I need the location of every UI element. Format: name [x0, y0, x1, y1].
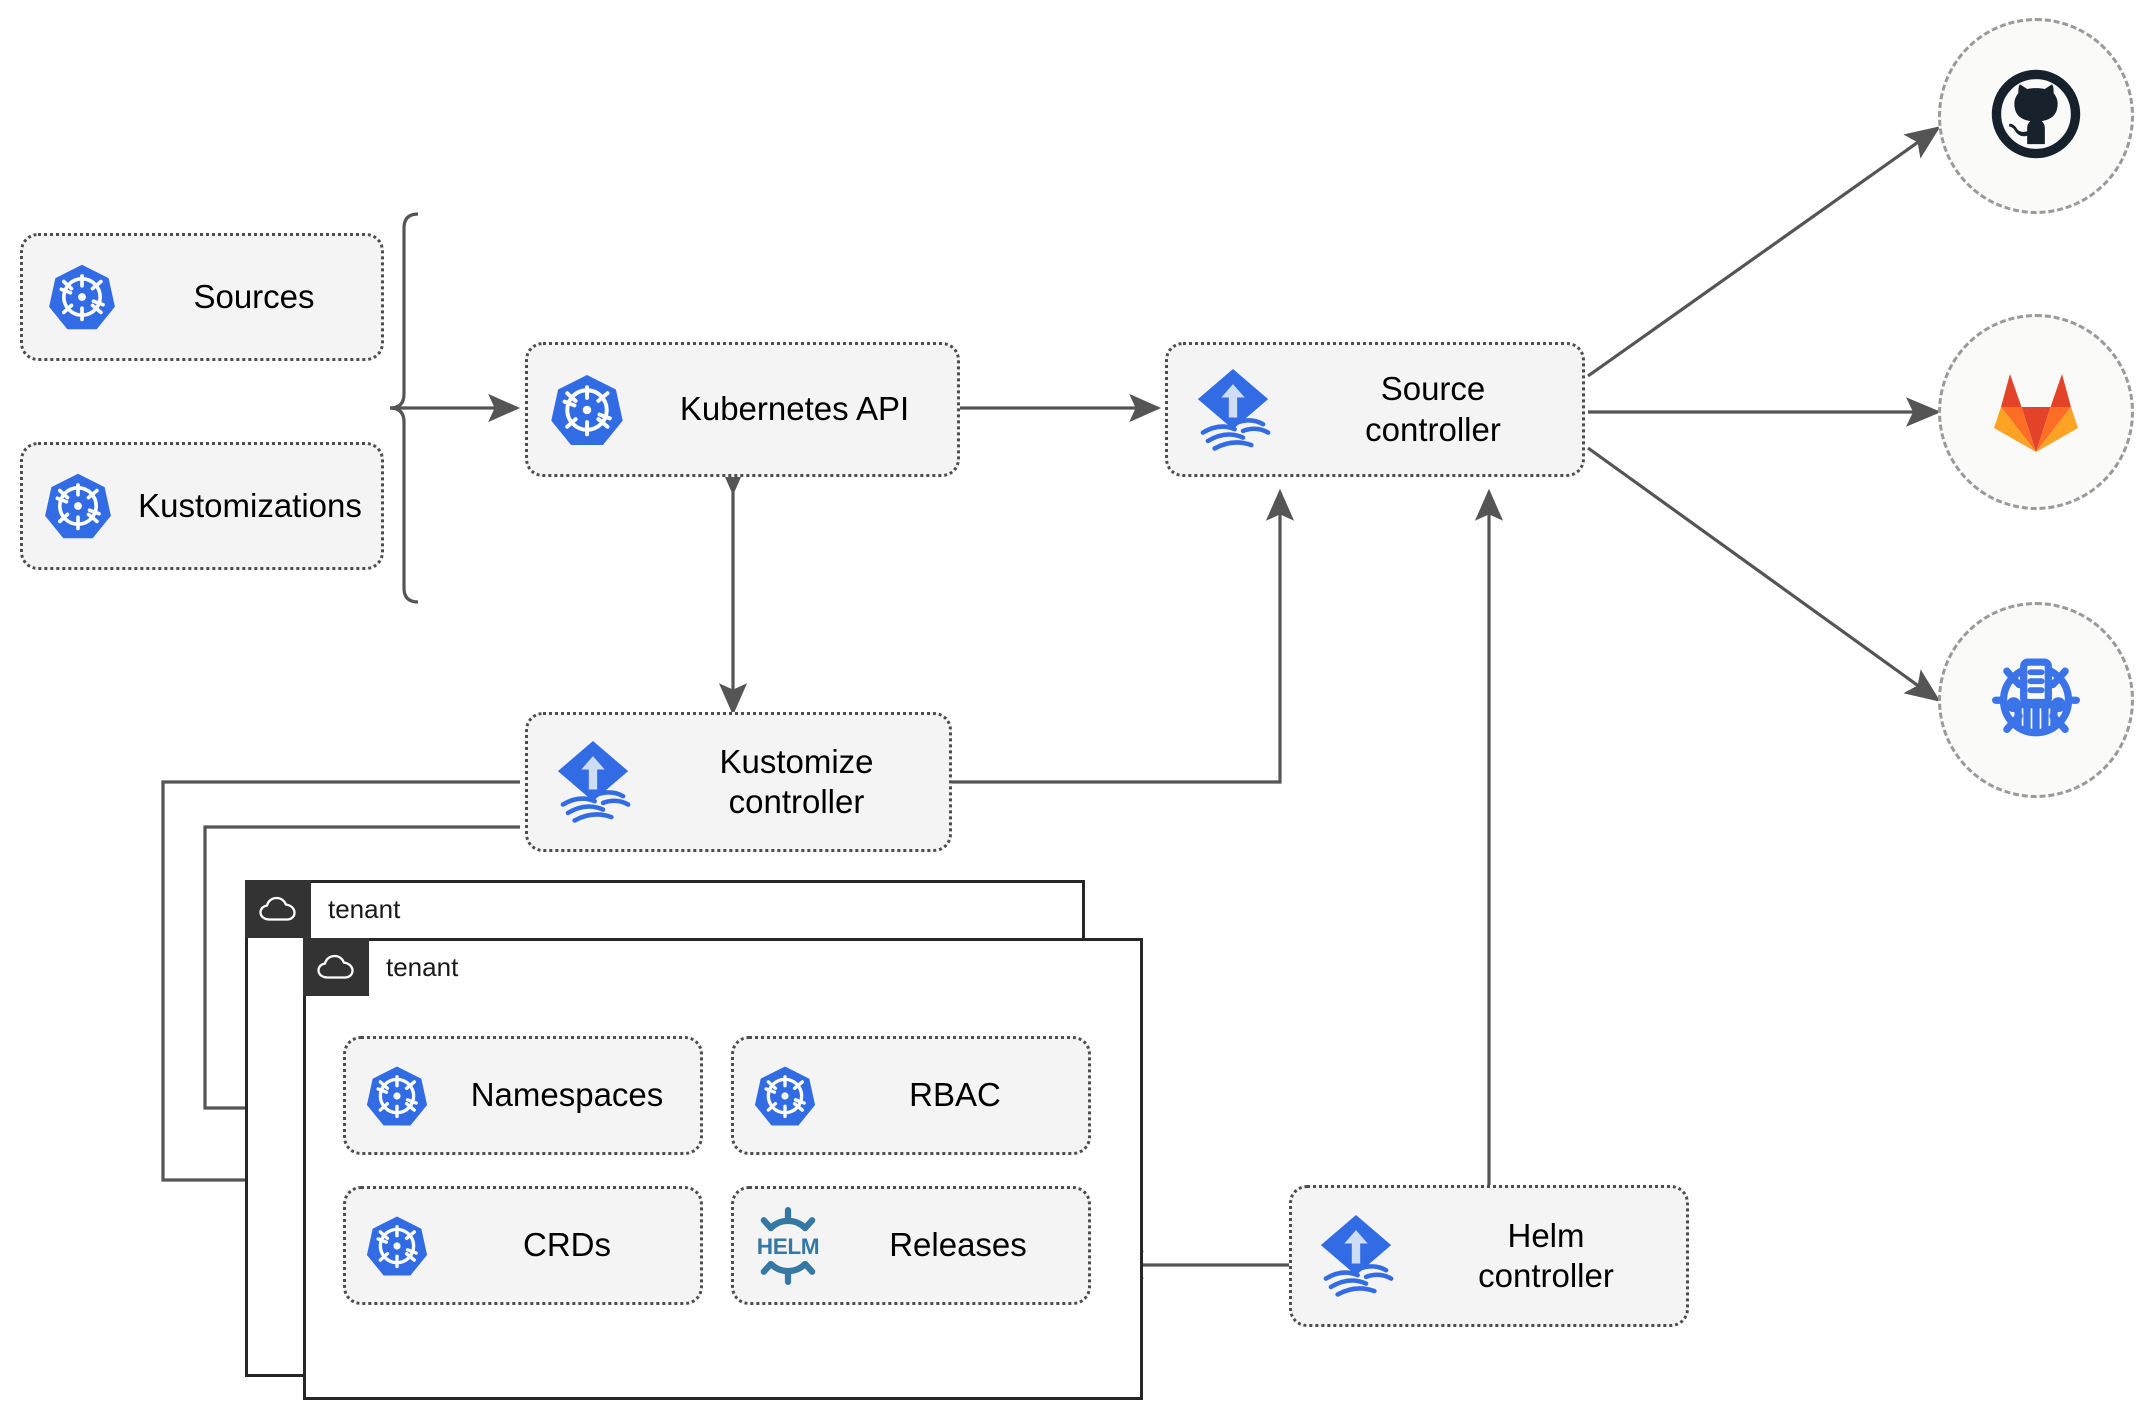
tenant-label-front: tenant	[386, 951, 459, 982]
node-label: Source controller	[1365, 370, 1501, 448]
node-label: Kustomizations	[138, 486, 362, 524]
node-label: Helm controller	[1478, 1216, 1614, 1294]
node-namespaces[interactable]: Namespaces	[343, 1036, 703, 1155]
tenant-container-front: tenant	[303, 938, 1143, 1400]
node-releases[interactable]: HELM Releases	[731, 1186, 1091, 1305]
node-label: Sources	[193, 277, 315, 315]
kubernetes-icon	[528, 371, 646, 449]
gitlab-icon	[1986, 362, 2086, 463]
edge-kustomize-tenant-back	[161, 780, 520, 1195]
node-kustomize-controller[interactable]: Kustomize controller	[525, 712, 952, 852]
helm-icon: HELM	[734, 1206, 842, 1285]
svg-text:HELM: HELM	[757, 1233, 820, 1258]
edge-source-helmrepo	[1587, 446, 1941, 702]
edge-source-github	[1587, 126, 1941, 378]
node-label: Kubernetes API	[679, 390, 910, 428]
node-kustomizations[interactable]: Kustomizations	[20, 442, 384, 570]
kubernetes-icon	[23, 261, 141, 333]
flux-icon	[1168, 364, 1298, 456]
node-label: Namespaces	[470, 1076, 664, 1114]
repo-github[interactable]	[1938, 18, 2134, 214]
kubernetes-icon	[346, 1213, 448, 1279]
flux-icon	[528, 736, 658, 828]
node-crds[interactable]: CRDs	[343, 1186, 703, 1305]
repo-gitlab[interactable]	[1938, 314, 2134, 510]
node-label: CRDs	[523, 1226, 611, 1264]
node-label: Kustomize controller	[719, 742, 874, 820]
kubernetes-icon	[346, 1063, 448, 1129]
helm-repository-icon	[1980, 642, 2092, 759]
kubernetes-icon	[23, 470, 133, 542]
node-helm-controller[interactable]: Helm controller	[1289, 1185, 1689, 1327]
node-rbac[interactable]: RBAC	[731, 1036, 1091, 1155]
node-source-controller[interactable]: Source controller	[1165, 342, 1585, 477]
cloud-icon	[245, 880, 311, 938]
repo-helm-repository[interactable]	[1938, 602, 2134, 798]
edge-kustomize-source	[951, 488, 1295, 784]
cloud-icon	[303, 938, 369, 996]
flux-icon	[1292, 1210, 1420, 1302]
node-label: RBAC	[909, 1076, 1001, 1114]
github-icon	[1984, 62, 2088, 171]
node-kubernetes-api[interactable]: Kubernetes API	[525, 342, 960, 477]
kubernetes-icon	[734, 1063, 836, 1129]
tenant-label-back: tenant	[328, 893, 401, 924]
node-label: Releases	[889, 1226, 1027, 1264]
node-sources[interactable]: Sources	[20, 233, 384, 361]
